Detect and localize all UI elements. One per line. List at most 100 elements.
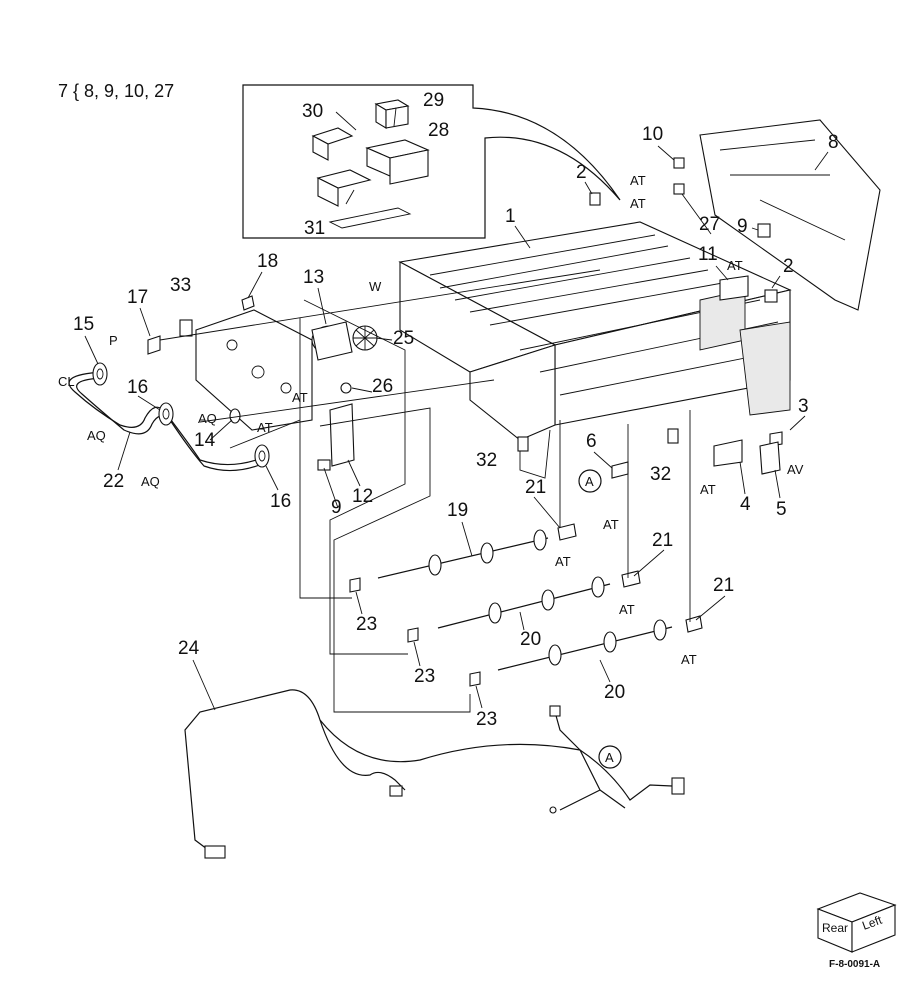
spring-18	[241, 295, 255, 311]
harness-connector-top	[549, 705, 561, 717]
callout-5: 5	[776, 499, 787, 520]
callout-21-c: 21	[713, 575, 734, 596]
drive-bracket	[195, 309, 355, 467]
roller-19	[377, 529, 549, 579]
motor-13	[311, 321, 353, 361]
tag-cl: CL	[58, 374, 75, 389]
tag-at-10: AT	[292, 390, 308, 405]
bracket-6	[611, 461, 629, 479]
callout-29: 29	[423, 90, 444, 111]
callout-16-upper: 16	[127, 377, 148, 398]
ref-mark-a-lower: A	[598, 745, 622, 769]
harness-connector-mid	[389, 785, 403, 797]
main-frame-assembly	[398, 221, 792, 479]
kit-contents-note: 7 { 8, 9, 10, 27	[58, 81, 174, 101]
callout-30: 30	[302, 101, 323, 122]
pulley-16-upper	[158, 402, 174, 426]
bearing-21-c	[685, 615, 703, 633]
callout-31: 31	[304, 218, 325, 239]
ref-mark-a-upper: A	[578, 469, 602, 493]
callout-20-lower: 20	[604, 682, 625, 703]
callout-1: 1	[505, 206, 516, 227]
tag-av: AV	[787, 462, 804, 477]
tag-p: P	[109, 333, 118, 348]
callout-24: 24	[178, 638, 200, 659]
cube-left-label: Left	[860, 913, 884, 933]
callout-4: 4	[740, 494, 751, 515]
roller-20-upper	[437, 576, 611, 629]
harness-connector-right	[671, 777, 685, 795]
wire-harness-24	[184, 689, 685, 859]
callout-26: 26	[372, 376, 393, 397]
callout-32-left: 32	[476, 450, 497, 471]
tag-at-1: AT	[630, 173, 646, 188]
inset-part-31	[316, 169, 412, 229]
inset-part-30	[311, 127, 354, 161]
callout-8: 8	[828, 132, 839, 153]
pad-32-left	[517, 436, 529, 452]
clip-2-top	[589, 192, 601, 206]
drive-belt-22	[68, 371, 263, 472]
callout-18: 18	[257, 251, 278, 272]
callout-9-right: 9	[737, 216, 748, 237]
callout-23-c: 23	[476, 709, 497, 730]
fan-25	[352, 325, 378, 351]
callout-21-b: 21	[652, 530, 673, 551]
inset-part-29	[374, 99, 410, 129]
tag-at-2: AT	[630, 196, 646, 211]
callout-3: 3	[798, 396, 809, 417]
callout-20-upper: 20	[520, 629, 541, 650]
lever-17	[147, 335, 161, 355]
orientation-cube: Rear Left	[816, 892, 897, 953]
pulley-16-lower	[254, 444, 270, 468]
tag-at-4: AT	[257, 420, 273, 435]
bracket-4	[713, 439, 743, 467]
svg-text:A: A	[605, 750, 614, 765]
tag-at-7: AT	[555, 554, 571, 569]
callout-2-top: 2	[576, 162, 587, 183]
bearing-26	[340, 382, 352, 394]
tag-at-5: AT	[603, 517, 619, 532]
callout-21-a: 21	[525, 477, 546, 498]
callout-13: 13	[303, 267, 324, 288]
tag-aq-1: AQ	[198, 411, 217, 426]
cube-rear-label: Rear	[822, 921, 848, 935]
bearing-21-a	[557, 523, 577, 541]
callout-32-right: 32	[650, 464, 671, 485]
harness-connector-end	[204, 845, 226, 859]
svg-text:A: A	[585, 474, 594, 489]
bearing-23-c	[469, 671, 481, 687]
tag-aq-3: AQ	[141, 474, 160, 489]
callout-19: 19	[447, 500, 468, 521]
clip-9-left	[317, 459, 331, 471]
bearing-23-b	[407, 627, 419, 643]
callout-14: 14	[194, 430, 216, 451]
callout-17: 17	[127, 287, 148, 308]
callout-15: 15	[73, 314, 94, 335]
tag-w: W	[369, 279, 382, 294]
tag-at-9: AT	[681, 652, 697, 667]
callout-25: 25	[393, 328, 414, 349]
sensor-10	[673, 157, 685, 169]
tag-at-8: AT	[619, 602, 635, 617]
callout-11: 11	[698, 244, 718, 265]
tag-at-3: AT	[727, 258, 743, 273]
pulley-15	[92, 362, 108, 386]
right-cover	[699, 119, 881, 311]
roller-20-lower	[497, 619, 673, 671]
harness-clip	[549, 806, 557, 814]
callout-23-b: 23	[414, 666, 435, 687]
inset-part-28	[365, 139, 430, 185]
pad-32-right	[667, 428, 679, 444]
callout-22: 22	[103, 471, 124, 492]
callout-16-lower: 16	[270, 491, 291, 512]
clip-3	[769, 431, 783, 447]
tag-aq-2: AQ	[87, 428, 106, 443]
sensor-27	[673, 183, 685, 195]
callout-28: 28	[428, 120, 449, 141]
bush-33	[179, 319, 193, 337]
figure-id: F-8-0091-A	[829, 959, 880, 970]
callout-6: 6	[586, 431, 597, 452]
clip-9-right	[757, 223, 771, 238]
